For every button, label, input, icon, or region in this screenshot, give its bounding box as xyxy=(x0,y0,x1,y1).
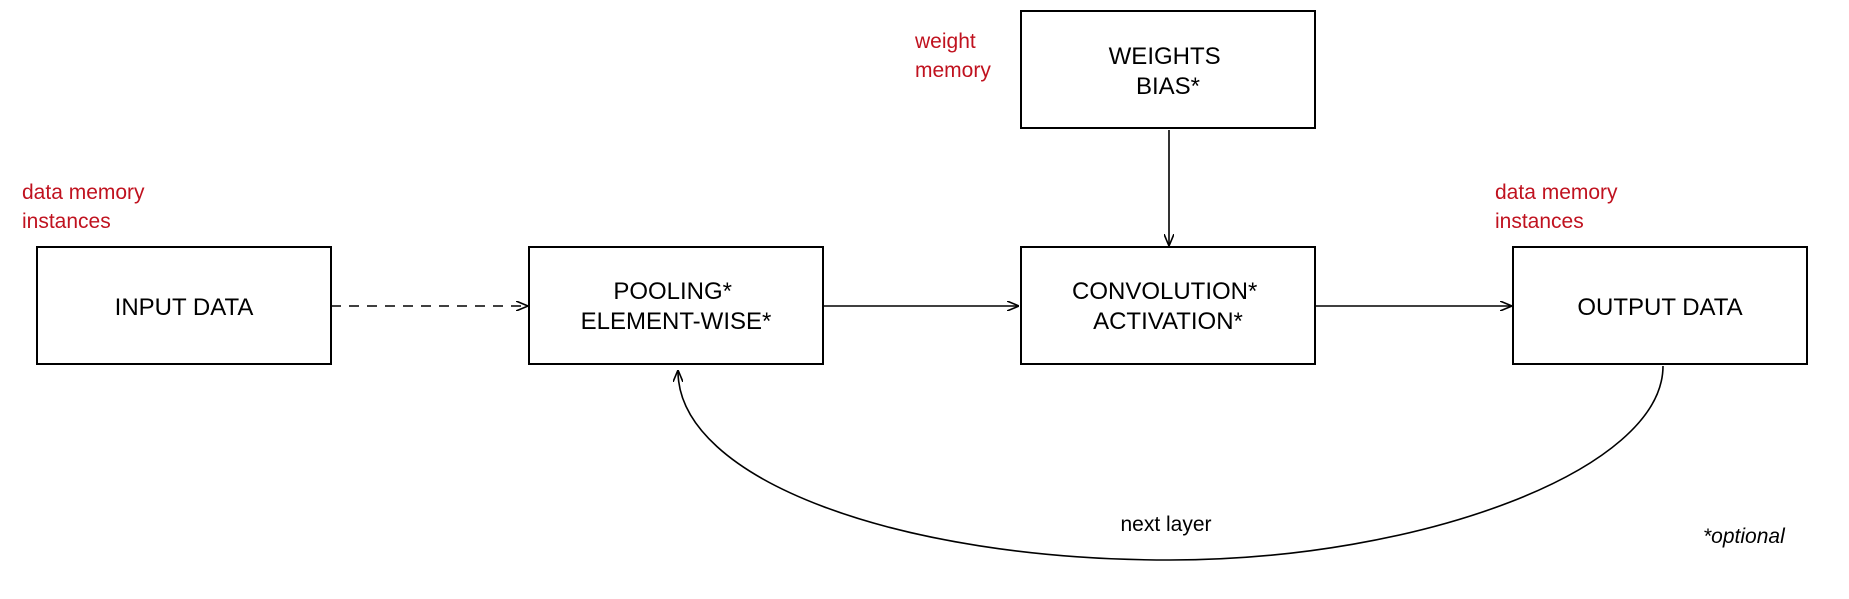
pooling-node: POOLING* ELEMENT-WISE* xyxy=(528,246,824,365)
weight-memory-annotation-line-2: memory xyxy=(915,59,991,82)
convolution-box xyxy=(1020,246,1316,365)
weights-box xyxy=(1020,10,1316,129)
input-data-label: INPUT DATA xyxy=(115,294,254,321)
weight-memory-annotation-line-1: weight xyxy=(914,30,976,53)
output-memory-annotation-line-2: instances xyxy=(1495,210,1584,233)
input-data-box xyxy=(36,246,332,365)
convolution-label-line-2: ACTIVATION* xyxy=(1093,308,1243,335)
output-memory-annotation: data memory instances xyxy=(1495,181,1623,233)
weights-label-line-2: BIAS* xyxy=(1136,73,1200,100)
pooling-label-line-2: ELEMENT-WISE* xyxy=(581,308,772,335)
convolution-label-line-1: CONVOLUTION* xyxy=(1072,278,1257,305)
input-memory-annotation-line-1: data memory xyxy=(22,181,145,204)
output-memory-annotation-line-1: data memory xyxy=(1495,181,1618,204)
next-layer-feedback-arrow xyxy=(678,365,1664,561)
output-data-box xyxy=(1512,246,1808,365)
weights-label-line-1: WEIGHTS xyxy=(1109,43,1221,70)
input-data-label-line-1: INPUT DATA xyxy=(115,294,254,321)
pooling-box xyxy=(528,246,824,365)
optional-footnote: *optional xyxy=(1703,525,1786,548)
output-data-label: OUTPUT DATA xyxy=(1577,294,1742,321)
input-memory-annotation: data memory instances xyxy=(22,181,150,233)
pooling-label: POOLING* ELEMENT-WISE* xyxy=(581,278,772,335)
output-data-node: OUTPUT DATA xyxy=(1512,246,1808,365)
next-layer-label: next layer xyxy=(1120,513,1211,536)
convolution-label: CONVOLUTION* ACTIVATION* xyxy=(1072,278,1264,335)
weights-label: WEIGHTS BIAS* xyxy=(1109,43,1228,100)
weight-memory-annotation: weight memory xyxy=(914,30,991,82)
input-data-node: INPUT DATA xyxy=(36,246,332,365)
weights-node: WEIGHTS BIAS* xyxy=(1020,10,1316,129)
pooling-label-line-1: POOLING* xyxy=(613,278,732,305)
output-data-label-line-1: OUTPUT DATA xyxy=(1577,294,1742,321)
convolution-node: CONVOLUTION* ACTIVATION* xyxy=(1020,246,1316,365)
input-memory-annotation-line-2: instances xyxy=(22,210,111,233)
